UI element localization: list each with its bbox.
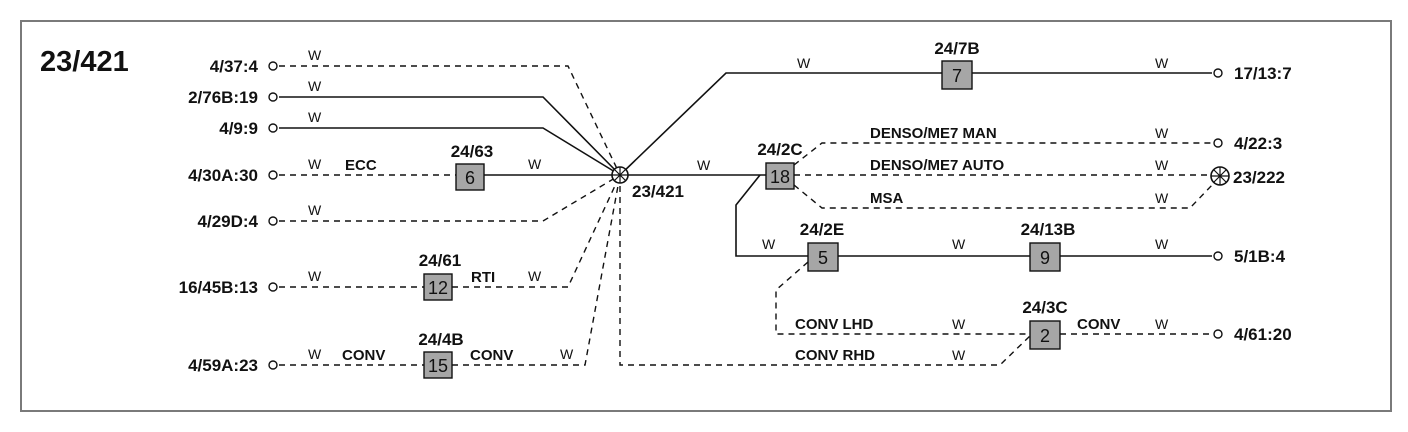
terminal-16-45b-13 [268, 282, 278, 292]
terminal-4-61-20 [1213, 329, 1223, 339]
wire-color-mark: W [1155, 190, 1169, 206]
terminal-label-23-222: 23/222 [1233, 168, 1285, 187]
component-box-6 [455, 163, 485, 191]
wire-color-mark: W [1155, 157, 1169, 173]
wire-splice-comp5 [735, 174, 808, 257]
segment-label-denso-man: DENSO/ME7 MAN [870, 125, 997, 142]
wire-comp15-splice [452, 174, 621, 366]
terminal-label-4-37-4: 4/37:4 [210, 57, 259, 76]
terminal-5-1b-4 [1213, 251, 1223, 261]
component-num-5: 5 [818, 248, 828, 268]
component-box-7 [941, 60, 973, 90]
splice-23-421-icon [611, 166, 629, 184]
wire-splice-conv-rhd [619, 175, 1033, 366]
wire-color-mark: W [308, 78, 322, 94]
terminal-label-4-9-9: 4/9:9 [219, 119, 258, 138]
wire-conv-lhd [775, 261, 1030, 335]
wire-color-mark: W [952, 236, 966, 252]
component-box-15 [423, 351, 453, 379]
segment-label-ecc: ECC [345, 157, 377, 174]
wire-color-mark: W [1155, 236, 1169, 252]
terminal-4-9-9 [268, 123, 278, 133]
terminal-4-29d-4 [268, 216, 278, 226]
component-num-2: 2 [1040, 326, 1050, 346]
wire-color-mark: W [952, 347, 966, 363]
wire-color-mark: W [308, 268, 322, 284]
terminal-4-59a-23 [268, 360, 278, 370]
terminal-label-2-76b-19: 2/76B:19 [188, 88, 258, 107]
diagram-title: 23/421 [40, 46, 129, 78]
segment-label-conv-left: CONV [342, 347, 385, 364]
segment-label-conv-mid: CONV [470, 347, 513, 364]
segment-label-conv-lhd: CONV LHD [795, 316, 874, 333]
component-num-18: 18 [770, 167, 790, 187]
wire-color-mark: W [528, 268, 542, 284]
terminal-label-4-29d-4: 4/29D:4 [198, 212, 259, 231]
component-ref-24-2c: 24/2C [757, 140, 802, 159]
wire-color-mark: W [1155, 316, 1169, 332]
component-num-6: 6 [465, 168, 475, 188]
wire-color-mark: W [308, 346, 322, 362]
segment-label-rti: RTI [471, 269, 495, 286]
terminal-label-4-30a-30: 4/30A:30 [188, 166, 258, 185]
wire-2-76b-19 [279, 96, 621, 176]
wire-color-mark: W [528, 156, 542, 172]
wire-color-mark: W [308, 156, 322, 172]
component-num-15: 15 [428, 356, 448, 376]
component-ref-24-61: 24/61 [419, 251, 462, 270]
component-ref-24-7b: 24/7B [934, 39, 979, 58]
segment-label-conv-rhd: CONV RHD [795, 347, 875, 364]
wire-color-mark: W [762, 236, 776, 252]
wire-color-mark: W [308, 47, 322, 63]
terminal-label-4-22-3: 4/22:3 [1234, 134, 1282, 153]
wire-color-mark: W [560, 346, 574, 362]
splice-label: 23/421 [632, 182, 684, 201]
component-box-12 [423, 273, 453, 301]
component-box-9 [1029, 242, 1061, 272]
terminal-4-22-3 [1213, 138, 1223, 148]
component-ref-24-13b: 24/13B [1021, 220, 1076, 239]
terminal-label-5-1b-4: 5/1B:4 [1234, 247, 1286, 266]
component-ref-24-3c: 24/3C [1022, 298, 1067, 317]
terminal-label-17-13-7: 17/13:7 [1234, 64, 1292, 83]
terminal-4-37-4 [268, 61, 278, 71]
wire-4-9-9 [279, 127, 621, 176]
wire-color-mark: W [308, 109, 322, 125]
component-num-12: 12 [428, 278, 448, 298]
wire-color-mark: W [952, 316, 966, 332]
terminal-label-4-61-20: 4/61:20 [1234, 325, 1292, 344]
terminal-4-30a-30 [268, 170, 278, 180]
terminal-17-13-7 [1213, 68, 1223, 78]
wire-comp12-splice [452, 174, 621, 288]
wire-color-mark: W [797, 55, 811, 71]
wire-splice-17-13-7 [619, 72, 942, 176]
component-box-5 [807, 242, 839, 272]
wire-4-37-4 [279, 65, 621, 176]
wire-color-mark: W [308, 202, 322, 218]
segment-label-conv-right: CONV [1077, 316, 1120, 333]
segment-label-denso-auto: DENSO/ME7 AUTO [870, 157, 1005, 174]
wire-msa [793, 182, 1215, 209]
wire-denso-man [793, 142, 1212, 166]
component-num-9: 9 [1040, 248, 1050, 268]
component-box-2 [1029, 320, 1061, 350]
terminal-2-76b-19 [268, 92, 278, 102]
component-ref-24-63: 24/63 [451, 142, 494, 161]
component-box-18 [765, 162, 795, 190]
splice-23-222-icon [1210, 166, 1230, 186]
wire-4-29d-4 [279, 174, 621, 222]
component-ref-24-2e: 24/2E [800, 220, 844, 239]
component-ref-24-4b: 24/4B [418, 330, 463, 349]
wire-color-mark: W [1155, 55, 1169, 71]
component-num-7: 7 [952, 66, 962, 86]
terminal-label-4-59a-23: 4/59A:23 [188, 356, 258, 375]
wire-color-mark: W [1155, 125, 1169, 141]
wire-color-mark: W [697, 157, 711, 173]
segment-label-msa: MSA [870, 190, 904, 207]
diagram-frame [20, 20, 1392, 412]
terminal-label-16-45b-13: 16/45B:13 [179, 278, 258, 297]
